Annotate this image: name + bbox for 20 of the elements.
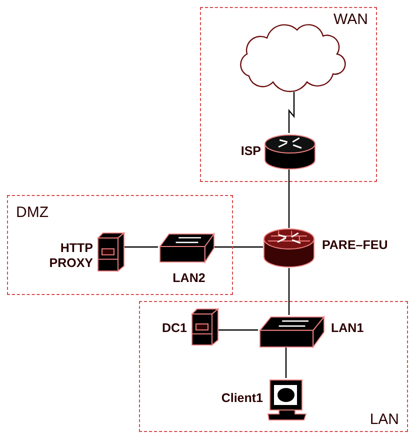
network-link xyxy=(124,246,158,248)
device-label: LAN2 xyxy=(172,271,206,286)
zone-title: LAN xyxy=(370,411,399,428)
device-label: HTTP PROXY xyxy=(48,241,93,271)
network-link xyxy=(288,268,290,315)
device-label: LAN1 xyxy=(331,321,365,336)
device-label: PARE–FEU xyxy=(322,238,389,253)
network-link xyxy=(288,169,290,228)
zone-title: DMZ xyxy=(16,204,48,221)
network-link xyxy=(218,329,258,331)
network-link xyxy=(288,92,295,133)
network-link xyxy=(214,246,263,248)
zone-title: WAN xyxy=(334,11,368,28)
device-label: ISP xyxy=(240,144,261,159)
device-label: Client1 xyxy=(220,391,263,406)
zone-boundary xyxy=(7,195,233,295)
network-link xyxy=(285,347,287,378)
zone-boundary xyxy=(200,7,377,182)
zone-boundary xyxy=(139,301,408,432)
device-label: DC1 xyxy=(160,321,187,336)
